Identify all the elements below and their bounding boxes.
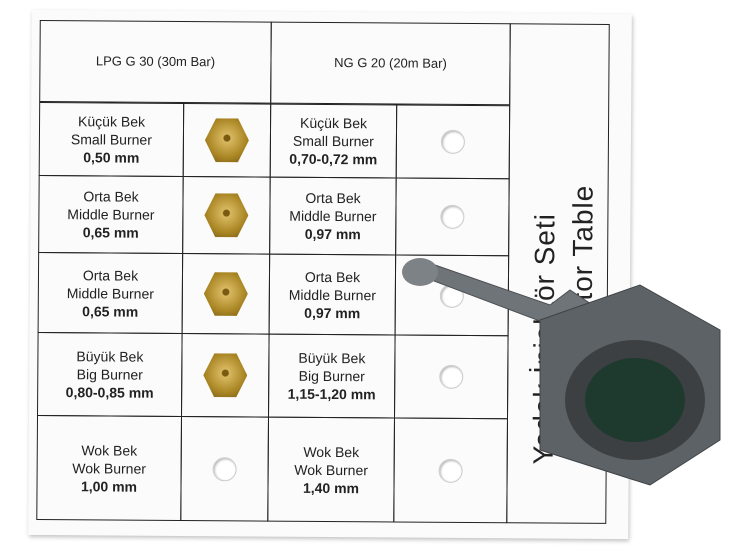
lpg-size: 0,65 mm xyxy=(82,224,139,241)
ng-label-cell: Wok Bek Wok Burner 1,40 mm xyxy=(267,416,396,523)
ng-size: 0,97 mm xyxy=(304,225,361,243)
burner-en: Middle Burner xyxy=(289,207,377,225)
hose-fitting xyxy=(402,258,721,486)
ng-size: 0,70-0,72 mm xyxy=(289,150,378,168)
burner-tr: Wok Bek xyxy=(303,443,360,460)
burner-tr: Orta Bek xyxy=(82,266,139,284)
lpg-label-cell: Orta Bek Middle Burner 0,65 mm xyxy=(38,174,184,254)
ng-slot xyxy=(395,177,510,257)
brass-nozzle xyxy=(205,118,249,162)
lpg-slot xyxy=(180,415,270,522)
burner-en: Small Burner xyxy=(70,131,152,148)
brass-nozzle xyxy=(204,272,248,316)
lpg-size: 1,00 mm xyxy=(80,477,138,495)
lpg-label-cell: Küçük Bek Small Burner 0,50 mm xyxy=(38,101,185,177)
ng-label-cell: Küçük Bek Small Burner 0,70-0,72 mm xyxy=(269,103,398,179)
burner-en: Big Burner xyxy=(76,366,143,383)
ng-label-cell: Orta Bek Middle Burner 0,97 mm xyxy=(269,176,397,256)
burner-tr: Orta Bek xyxy=(305,189,361,207)
burner-en: Middle Burner xyxy=(288,286,376,303)
lpg-label-cell: Wok Bek Wok Burner 1,00 mm xyxy=(36,414,183,521)
burner-en: Wok Burner xyxy=(294,461,369,478)
ng-size: 1,15-1,20 mm xyxy=(287,385,376,403)
ng-label-cell: Büyük Bek Big Burner 1,15-1,20 mm xyxy=(267,333,396,419)
brass-nozzle xyxy=(203,353,247,397)
burner-tr: Büyük Bek xyxy=(298,349,366,367)
burner-tr: Küçük Bek xyxy=(300,114,368,132)
lpg-size: 0,50 mm xyxy=(83,149,140,166)
lpg-slot xyxy=(181,252,271,335)
burner-en: Middle Burner xyxy=(67,206,155,223)
header-lpg: LPG G 30 (30m Bar) xyxy=(39,19,272,104)
lpg-size: 0,80-0,85 mm xyxy=(65,384,154,401)
ng-label-cell: Orta Bek Middle Burner 0,97 mm xyxy=(268,253,397,336)
lpg-slot xyxy=(182,102,272,178)
burner-en: Big Burner xyxy=(298,367,365,385)
header-ng-label: NG G 20 (20m Bar) xyxy=(334,55,447,71)
burner-en: Wok Burner xyxy=(72,459,147,477)
empty-hole xyxy=(212,456,237,481)
empty-hole xyxy=(440,204,465,229)
lpg-slot xyxy=(182,175,271,255)
header-ng: NG G 20 (20m Bar) xyxy=(270,21,511,106)
empty-hole xyxy=(440,129,466,154)
burner-en: Small Burner xyxy=(292,132,374,150)
header-lpg-label: LPG G 30 (30m Bar) xyxy=(95,53,216,70)
lpg-slot xyxy=(181,332,270,418)
lpg-label-cell: Orta Bek Middle Burner 0,65 mm xyxy=(37,251,184,334)
brass-nozzle xyxy=(204,193,248,237)
burner-tr: Büyük Bek xyxy=(76,348,144,365)
ng-size: 0,97 mm xyxy=(304,304,361,321)
lpg-label-cell: Büyük Bek Big Burner 0,80-0,85 mm xyxy=(37,331,183,417)
burner-tr: Orta Bek xyxy=(304,268,361,285)
ng-slot xyxy=(395,104,511,180)
burner-tr: Küçük Bek xyxy=(78,113,146,130)
burner-en: Middle Burner xyxy=(66,284,154,302)
lpg-size: 0,65 mm xyxy=(82,302,139,320)
ng-size: 1,40 mm xyxy=(302,479,360,496)
burner-tr: Wok Bek xyxy=(81,441,138,459)
burner-tr: Orta Bek xyxy=(83,188,139,205)
